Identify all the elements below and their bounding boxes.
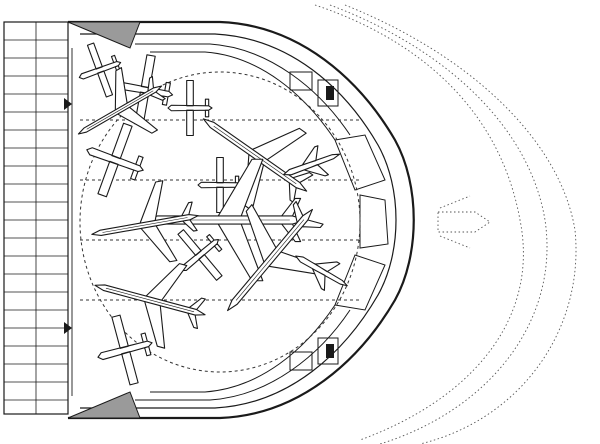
aircraft-1: [70, 37, 130, 104]
aircraft-4: [168, 81, 212, 136]
aircraft-5: [74, 115, 156, 206]
aircraft-11: [162, 217, 237, 294]
taxiway-markings: [314, 4, 577, 444]
aircraft-12: [190, 178, 351, 343]
aircraft-3: [60, 55, 179, 165]
aircraft-15: [89, 309, 161, 391]
left-hall: [3, 21, 69, 415]
aircraft-group: [60, 37, 355, 391]
hangar-outer-wall: [67, 20, 415, 420]
aircraft-8: [278, 140, 344, 189]
hangar-inner-gallery: [135, 43, 389, 401]
aircraft-10: [85, 176, 205, 275]
wall-markers: [64, 98, 72, 334]
aircraft-13: [288, 243, 355, 299]
aircraft-14: [84, 244, 216, 356]
